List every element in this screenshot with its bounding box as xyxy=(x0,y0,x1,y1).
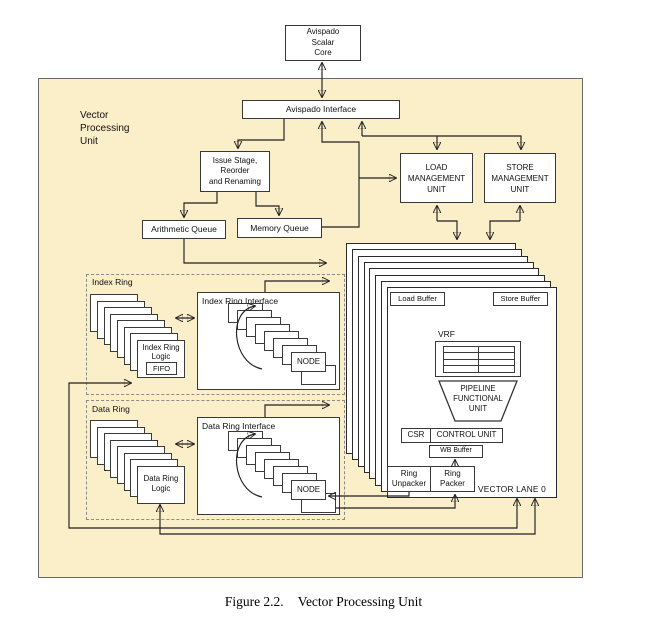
index-ring-interface-label: Index Ring Interface xyxy=(202,296,279,306)
figure-caption-number: Figure 2.2. xyxy=(224,594,284,609)
avispado-interface-label: Avispado Interface xyxy=(285,104,357,115)
vrf-cell xyxy=(442,365,479,373)
ring-unpacker-line: Ring xyxy=(400,469,418,478)
scalar-core-line: Scalar xyxy=(311,37,335,47)
data-node-card: NODE xyxy=(291,480,326,500)
wb-buffer-box: WB Buffer xyxy=(429,445,483,458)
figure-caption-title: Vector Processing Unit xyxy=(297,594,423,609)
store-mu-line: MANAGEMENT xyxy=(491,173,549,183)
pfu-line: FUNCTIONAL xyxy=(453,394,503,403)
index-ring-logic-line: Logic xyxy=(151,352,171,361)
wb-buffer-label: WB Buffer xyxy=(440,447,472,455)
ring-packer-line: Packer xyxy=(440,479,465,488)
ring-packer-box: Ring Packer xyxy=(430,466,475,492)
issue-stage-box: Issue Stage, Reorder and Renaming xyxy=(200,151,270,192)
memory-queue-label: Memory Queue xyxy=(250,222,309,233)
store-mu-line: UNIT xyxy=(510,184,530,194)
issue-stage-line: and Renaming xyxy=(208,176,262,186)
load-management-unit-box: LOAD MANAGEMENT UNIT xyxy=(400,153,473,203)
index-ring-label: Index Ring xyxy=(92,277,133,287)
load-mu-line: UNIT xyxy=(427,184,446,194)
load-mu-line: MANAGEMENT xyxy=(407,173,466,183)
store-mu-line: STORE xyxy=(506,162,534,172)
pfu-line: PIPELINE xyxy=(460,384,496,393)
fifo-label: FIFO xyxy=(152,364,171,373)
arithmetic-queue-box: Arithmetic Queue xyxy=(142,220,226,239)
data-ring-label: Data Ring xyxy=(92,404,130,414)
figure-caption: Figure 2.2. Vector Processing Unit xyxy=(0,594,647,610)
data-ring-interface-label: Data Ring Interface xyxy=(202,421,276,431)
index-node-label: NODE xyxy=(296,357,321,366)
control-unit-label: CONTROL UNIT xyxy=(436,430,497,440)
index-node-card: NODE xyxy=(291,352,326,372)
load-buffer-box: Load Buffer xyxy=(390,292,445,306)
ring-unpacker-box: Ring Unpacker xyxy=(387,466,431,492)
ring-packer-line: Ring xyxy=(444,469,461,478)
pfu-line: UNIT xyxy=(468,404,488,413)
avispado-interface-box: Avispado Interface xyxy=(242,100,400,119)
data-node-label: NODE xyxy=(296,485,321,494)
issue-stage-line: Reorder xyxy=(220,166,250,176)
vrf-cell xyxy=(478,365,515,373)
vrf-register-grid xyxy=(442,345,515,373)
vrf-label: VRF xyxy=(438,329,455,339)
ring-unpacker-line: Unpacker xyxy=(391,479,427,488)
store-buffer-box: Store Buffer xyxy=(493,292,548,306)
store-buffer-label: Store Buffer xyxy=(500,293,541,303)
load-mu-line: LOAD xyxy=(425,162,448,172)
load-buffer-label: Load Buffer xyxy=(398,293,437,303)
data-ring-logic-line: Data Ring xyxy=(143,474,179,483)
arithmetic-queue-label: Arithmetic Queue xyxy=(151,224,217,235)
csr-box: CSR xyxy=(401,428,431,443)
vpu-label-line: Processing xyxy=(80,123,130,135)
index-ring-logic-line: Index Ring xyxy=(142,343,180,352)
memory-queue-box: Memory Queue xyxy=(237,218,322,238)
scalar-core-line: Core xyxy=(314,48,332,58)
issue-stage-line: Issue Stage, xyxy=(212,156,258,166)
pipeline-functional-unit: PIPELINE FUNCTIONAL UNIT xyxy=(441,384,515,414)
data-ring-logic-card: Data Ring Logic xyxy=(137,466,185,504)
csr-label: CSR xyxy=(407,430,425,440)
fifo-box: FIFO xyxy=(146,362,177,375)
vpu-label: Vector Processing Unit xyxy=(80,109,129,149)
vpu-label-line: Vector xyxy=(80,110,109,121)
vpu-label-line: Unit xyxy=(80,136,98,148)
store-management-unit-box: STORE MANAGEMENT UNIT xyxy=(484,153,556,203)
control-unit-box: CONTROL UNIT xyxy=(430,428,503,443)
scalar-core-line: Avispado xyxy=(306,26,340,36)
vector-lane-label: VECTOR LANE 0 xyxy=(478,484,546,494)
scalar-core-box: Avispado Scalar Core xyxy=(285,25,361,61)
data-ring-logic-line: Logic xyxy=(151,484,171,493)
